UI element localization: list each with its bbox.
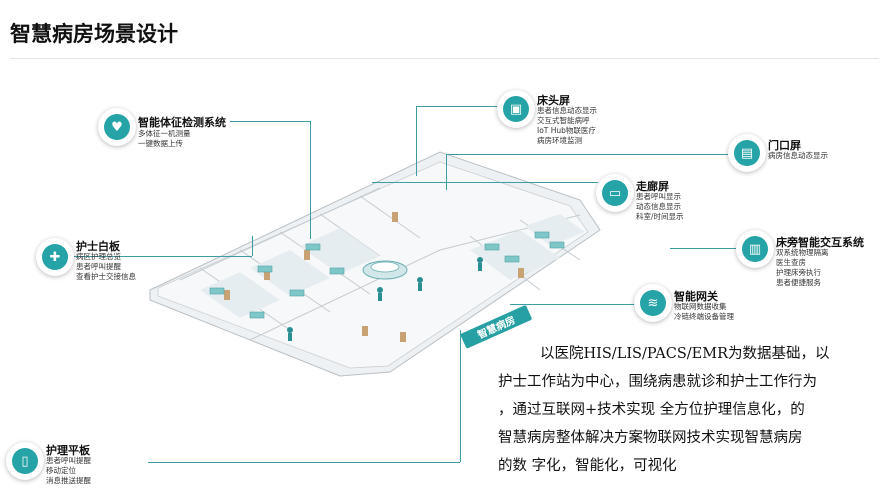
leader-vitals-v [310, 121, 311, 239]
vitals-monitor-icon: ♥ [98, 108, 136, 146]
callout-line: 冷链终端设备管理 [674, 312, 734, 321]
bedside-terminal-icon: ▥ [736, 230, 774, 268]
leader-door [446, 154, 732, 155]
callout-line: 患者呼叫提醒 [46, 456, 91, 465]
leader-tablet-v [460, 330, 461, 462]
callout-line: 患者呼叫显示 [636, 192, 681, 201]
leader-door-v [446, 154, 447, 190]
leader-bedhead [416, 106, 498, 107]
callout-line: 护理床旁执行 [776, 268, 821, 277]
nurse-icon: ✚ [36, 238, 74, 276]
callout-tablet-lines: 患者呼叫提醒 移动定位 消息推送提醒 [46, 456, 91, 486]
leader-corridor [372, 182, 598, 183]
leader-tablet [148, 462, 460, 463]
door-screen-icon: ▤ [728, 134, 766, 172]
leader-nurse-board [74, 256, 252, 257]
callout-line: 交互式智能病呼 [537, 116, 590, 125]
callout-corridor-lines: 患者呼叫显示 动态信息显示 科室/时间显示 [636, 192, 684, 222]
description-line: ，通过互联网+技术实现 全方位护理信息化，的 [498, 402, 805, 418]
callout-bedhead-title: 床头屏 [537, 94, 570, 107]
callout-line: 患者便捷服务 [776, 278, 821, 287]
leader-vitals [230, 121, 310, 122]
callout-tablet-title: 护理平板 [46, 444, 90, 457]
callout-corridor-title: 走廊屏 [636, 180, 669, 193]
callout-line: 病房环境监测 [537, 136, 582, 145]
callout-vitals-title: 智能体征检测系统 [138, 116, 226, 129]
title-divider [10, 58, 879, 59]
callout-nurse-board-lines: 病区护理总览 患者呼叫提醒 查看护士交接信息 [76, 252, 136, 282]
description-line: 的数 字化，智能化，可视化 [498, 458, 677, 474]
callout-line: 医生查房 [776, 258, 806, 267]
callout-vitals-lines: 多体征一机测量 一键数据上传 [138, 129, 191, 149]
callout-line: 病区护理总览 [76, 252, 121, 261]
callout-line: 一键数据上传 [138, 139, 183, 148]
callout-line: 动态信息显示 [636, 202, 681, 211]
callout-nurse-board-title: 护士白板 [76, 240, 120, 253]
callout-line: 患者信息动态显示 [537, 106, 597, 115]
callout-bedside-title: 床旁智能交互系统 [776, 236, 864, 249]
bedside-screen-icon: ▣ [497, 90, 535, 128]
callout-line: 消息推送提醒 [46, 476, 91, 485]
callout-line: IoT Hub物联医疗 [537, 126, 596, 135]
tablet-icon: ▯ [6, 442, 44, 480]
callout-line: 双系统物理隔离 [776, 248, 829, 257]
leader-bedhead-v [416, 106, 417, 176]
leader-gateway [510, 304, 638, 305]
callout-door-title: 门口屏 [768, 139, 801, 152]
callout-line: 病房信息动态显示 [768, 151, 828, 160]
callout-gateway-lines: 物联网数据收集 冷链终端设备管理 [674, 302, 734, 322]
floor-sign-plate [460, 305, 532, 349]
callout-line: 查看护士交接信息 [76, 272, 136, 281]
callout-line: 移动定位 [46, 466, 76, 475]
ward-floor-plan: 智慧病房 [149, 151, 601, 377]
leader-nurse-board-v [252, 236, 253, 256]
page-title: 智慧病房场景设计 [10, 22, 178, 46]
corridor-screen-icon: ▭ [596, 174, 634, 212]
callout-bedhead-lines: 患者信息动态显示 交互式智能病呼 IoT Hub物联医疗 病房环境监测 [537, 106, 597, 146]
callout-line: 物联网数据收集 [674, 302, 727, 311]
description-line: 护士工作站为中心，围绕病患就诊和护士工作行为 [498, 374, 817, 390]
callout-bedside-lines: 双系统物理隔离 医生查房 护理床旁执行 患者便捷服务 [776, 248, 829, 288]
description-line: 以医院HIS/LIS/PACS/EMR为数据基础，以 [540, 346, 830, 362]
callout-gateway-title: 智能网关 [674, 290, 718, 303]
description-line: 智慧病房整体解决方案物联网技术实现智慧病房 [498, 430, 803, 446]
leader-bedside [670, 248, 738, 249]
callout-line: 科室/时间显示 [636, 212, 684, 221]
callout-line: 患者呼叫提醒 [76, 262, 121, 271]
callout-line: 多体征一机测量 [138, 129, 191, 138]
description-paragraph: 以医院HIS/LIS/PACS/EMR为数据基础，以 护士工作站为中心，围绕病患… [498, 340, 870, 480]
gateway-icon: ≋ [634, 284, 672, 322]
callout-door-lines: 病房信息动态显示 [768, 151, 828, 161]
